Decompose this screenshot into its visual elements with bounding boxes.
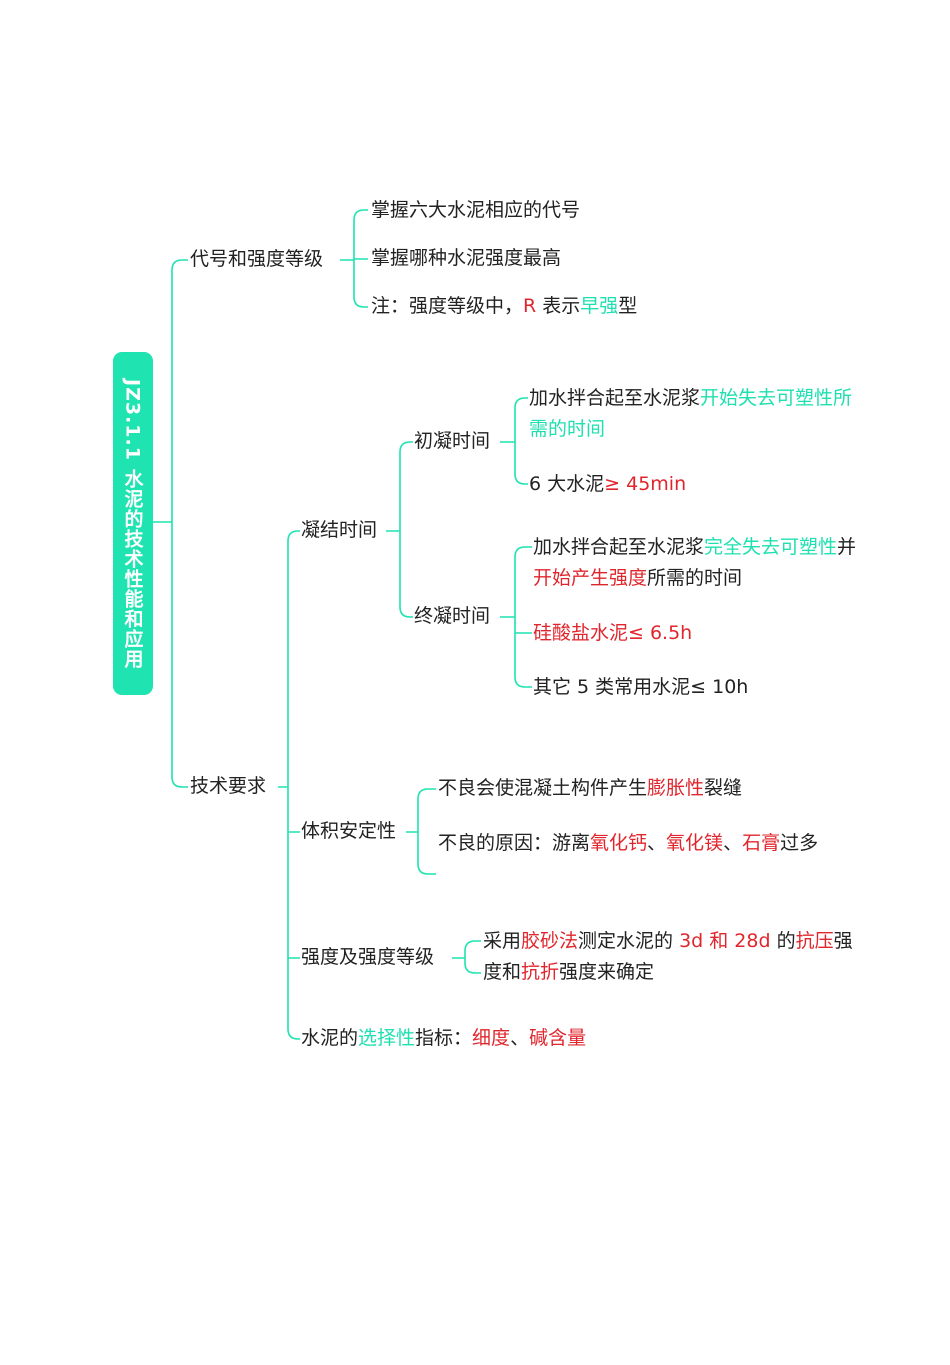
final-def-text: 加水拌合起至水泥浆 (533, 536, 705, 558)
initial-req-value: ≥ 45min (604, 473, 687, 495)
note-text-3: 型 (618, 295, 638, 317)
method-compressive: 抗压 (795, 930, 834, 952)
node-final-setting: 终凝时间 (414, 605, 491, 627)
cause-gypsum: 石膏 (742, 832, 781, 854)
select-sep: 、 (510, 1027, 530, 1049)
cause-sep2: 、 (723, 832, 743, 854)
soundness-tail: 裂缝 (704, 777, 743, 799)
note-early-strength: 早强 (580, 295, 619, 317)
leaf-note-r: 注：强度等级中，R 表示早强型 (371, 291, 637, 322)
final-def-and: 并 (837, 536, 857, 558)
note-text: 注：强度等级中， (371, 295, 524, 317)
initial-def-text: 加水拌合起至水泥浆 (529, 387, 701, 409)
note-text-2: 表示 (536, 295, 581, 317)
branch-code-strength: 代号和强度等级 (190, 248, 324, 270)
leaf-soundness-crack: 不良会使混凝土构件产生膨胀性裂缝 (438, 773, 742, 804)
node-initial-setting: 初凝时间 (414, 430, 491, 452)
node-strength-grade: 强度及强度等级 (301, 946, 435, 968)
connector-branch1 (340, 209, 368, 308)
connector-initial (500, 397, 528, 485)
select-fineness: 细度 (472, 1027, 511, 1049)
node-setting-time: 凝结时间 (301, 519, 378, 541)
connector-soundness (406, 788, 436, 875)
connector-branch2 (278, 530, 300, 1040)
connector-strength (452, 940, 481, 974)
leaf-final-others: 其它 5 类常用水泥≤ 10h (533, 676, 749, 698)
root-label: JZ3.1.1 水泥的技术性能和应用 (121, 378, 144, 669)
final-def-teal: 完全失去可塑性 (704, 536, 838, 558)
final-def-tail: 所需的时间 (647, 567, 743, 589)
root-node: JZ3.1.1 水泥的技术性能和应用 (113, 352, 153, 695)
method-text: 采用 (483, 930, 522, 952)
leaf-master-codes: 掌握六大水泥相应的代号 (371, 199, 581, 221)
note-r: R (523, 295, 537, 317)
initial-req-text: 6 大水泥 (529, 473, 605, 495)
cause-mgo: 氧化镁 (666, 832, 724, 854)
leaf-highest-strength: 掌握哪种水泥强度最高 (371, 247, 562, 269)
method-text-4: 强度和 (483, 930, 853, 983)
soundness-text: 不良会使混凝土构件产生 (438, 777, 648, 799)
method-text-3: 的 (770, 930, 796, 952)
leaf-initial-definition: 加水拌合起至水泥浆开始失去可塑性所需的时间 (529, 383, 859, 445)
leaf-soundness-cause: 不良的原因：游离氧化钙、氧化镁、石膏过多 (438, 828, 838, 859)
cause-tail: 过多 (780, 832, 819, 854)
cause-sep1: 、 (647, 832, 667, 854)
method-flexural: 抗折 (521, 961, 560, 983)
soundness-expansive: 膨胀性 (647, 777, 705, 799)
leaf-strength-method: 采用胶砂法测定水泥的 3d 和 28d 的抗压强度和抗折强度来确定 (483, 926, 863, 988)
leaf-final-portland: 硅酸盐水泥≤ 6.5h (533, 622, 693, 644)
node-selectivity: 水泥的选择性指标：细度、碱含量 (301, 1023, 586, 1054)
connector-setting (386, 441, 413, 618)
select-text: 水泥的 (301, 1027, 359, 1049)
initial-def-highlight: 开始失去可塑性所需的时间 (529, 387, 853, 440)
node-soundness: 体积安定性 (301, 820, 397, 842)
leaf-initial-requirement: 6 大水泥≥ 45min (529, 469, 686, 500)
connector-final (500, 546, 532, 688)
method-text-2: 测定水泥的 (578, 930, 680, 952)
method-ages: 3d 和 28d (679, 930, 771, 952)
cause-cao: 氧化钙 (590, 832, 648, 854)
leaf-final-definition: 加水拌合起至水泥浆完全失去可塑性并开始产生强度所需的时间 (533, 532, 863, 594)
method-tail: 强度来确定 (559, 961, 655, 983)
final-def-red: 开始产生强度 (533, 567, 648, 589)
method-iso: 胶砂法 (521, 930, 579, 952)
select-alkali: 碱含量 (529, 1027, 587, 1049)
select-highlight: 选择性 (358, 1027, 416, 1049)
select-text-2: 指标： (415, 1027, 473, 1049)
branch-technical-requirements: 技术要求 (190, 775, 267, 797)
cause-text: 不良的原因：游离 (438, 832, 591, 854)
connector-root (153, 259, 188, 788)
